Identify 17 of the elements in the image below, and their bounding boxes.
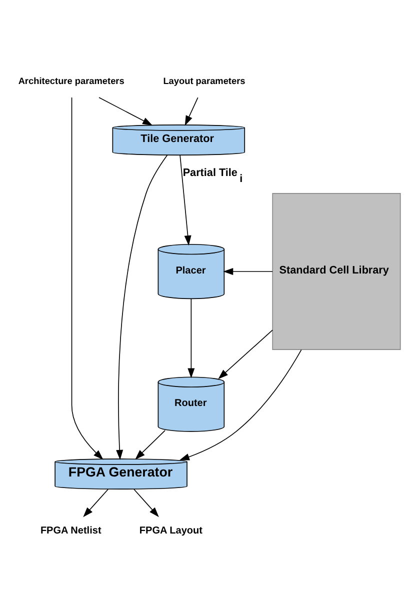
arrow (184, 96, 198, 126)
arrow (98, 96, 153, 125)
arrow (188, 298, 195, 378)
arrow (71, 96, 104, 460)
node-text: FPGA Layout (139, 524, 202, 536)
arrow (83, 488, 109, 517)
arrow (218, 329, 273, 379)
node-text: Architecture parameters (18, 75, 124, 86)
arrow (180, 154, 192, 246)
node-text: FPGA Netlist (40, 524, 102, 536)
arrow (134, 488, 159, 517)
arrow (135, 430, 166, 460)
node-text: Layout parameters (163, 75, 246, 86)
node-box: Standard Cell Library (272, 192, 401, 350)
arrow (223, 268, 273, 275)
arrow (116, 154, 168, 460)
arrow (179, 348, 302, 460)
